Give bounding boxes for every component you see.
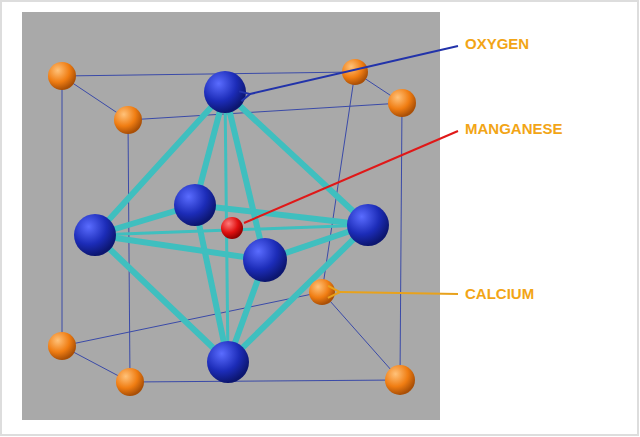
- manganese-atom: [221, 217, 243, 239]
- calcium-atoms: [48, 59, 416, 396]
- atom-label: CALCIUM: [465, 285, 534, 303]
- octahedron-bonds: [95, 92, 368, 362]
- oxygen-atoms: [74, 71, 389, 383]
- atom-label: OXYGEN: [465, 35, 529, 53]
- leader-line: [244, 131, 458, 223]
- unit-cell: [62, 72, 402, 382]
- atom-label: MANGANESE: [465, 120, 563, 138]
- leader-line: [340, 292, 458, 294]
- panel: [22, 12, 440, 420]
- leader-line: [250, 46, 458, 94]
